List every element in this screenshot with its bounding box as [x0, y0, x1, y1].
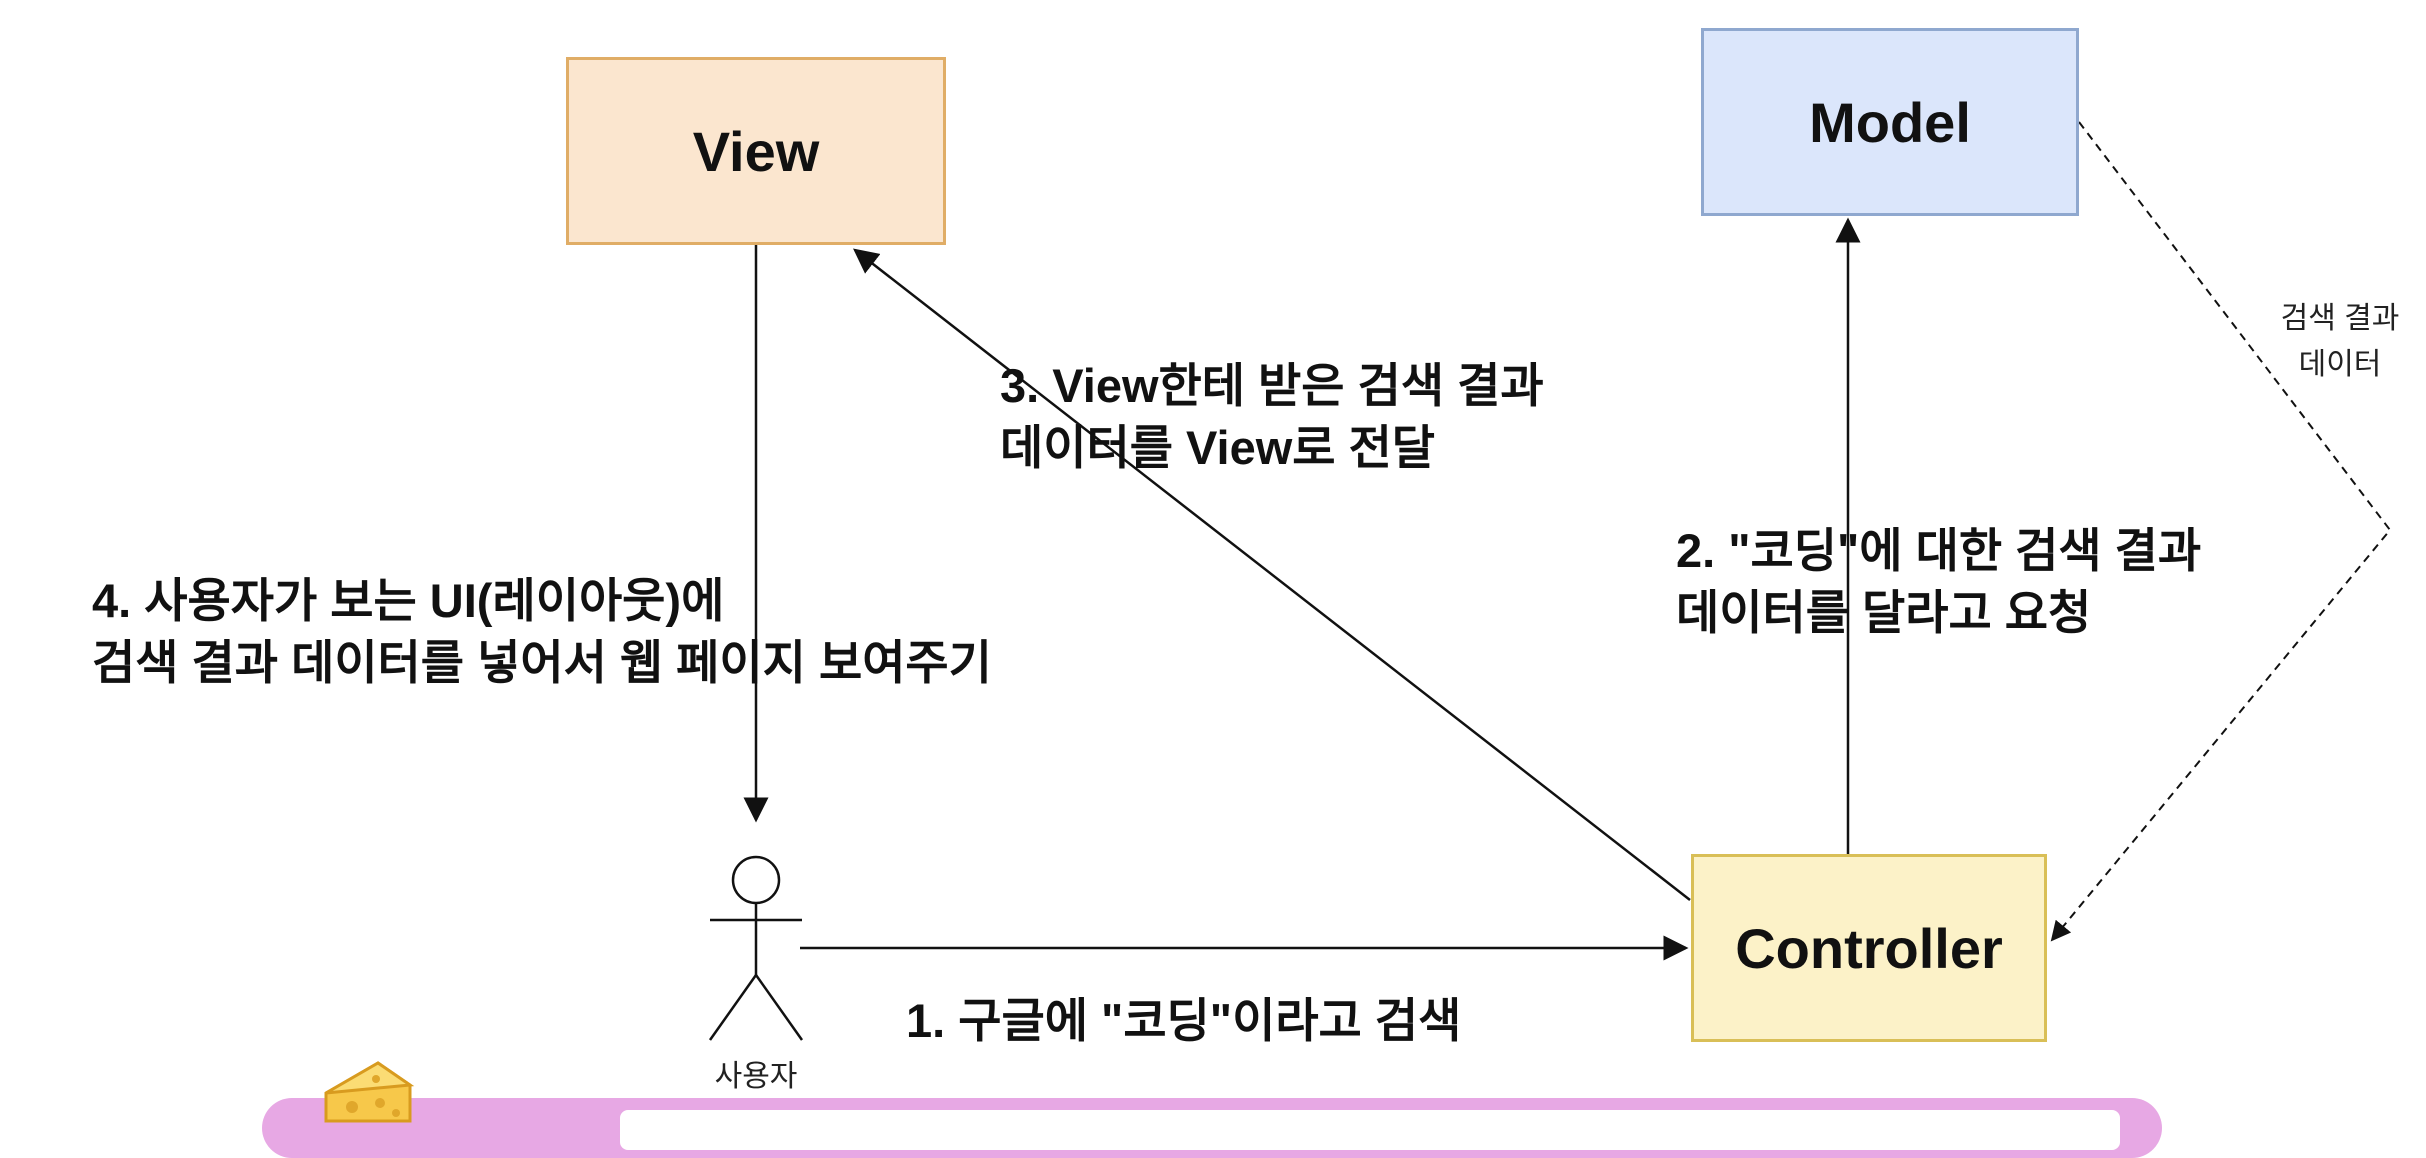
step2-label: 2. "코딩"에 대한 검색 결과 데이터를 달라고 요청	[1676, 520, 2201, 644]
footer-input-area	[620, 1110, 2120, 1150]
step4-line1: 4. 사용자가 보는 UI(레이아웃)에	[92, 574, 725, 627]
cheese-icon	[324, 1061, 415, 1123]
model-node-label: Model	[1809, 90, 1971, 154]
arrow-model-to-controller-dashed	[2050, 121, 2392, 942]
step3-label: 3. View한테 받은 검색 결과 데이터를 View로 전달	[1000, 355, 1544, 479]
step1-label: 1. 구글에 "코딩"이라고 검색	[906, 994, 1462, 1047]
view-node: View	[566, 57, 946, 245]
step2-line1: 2. "코딩"에 대한 검색 결과	[1676, 524, 2202, 577]
view-node-label: View	[692, 119, 820, 183]
user-stick-figure-icon	[708, 855, 804, 1041]
controller-node: Controller	[1691, 854, 2047, 1042]
model-response-line1: 검색 결과	[2280, 302, 2400, 335]
step3-line2: 데이터를 View로 전달	[1000, 421, 1436, 474]
user-label: 사용자	[714, 1060, 798, 1093]
diagram-connectors	[708, 121, 2392, 1041]
step4-label: 4. 사용자가 보는 UI(레이아웃)에 검색 결과 데이터를 넣어서 웹 페이…	[92, 570, 992, 694]
model-node: Model	[1701, 28, 2079, 216]
step3-line1: 3. View한테 받은 검색 결과	[1000, 359, 1544, 412]
model-response-line2: 데이터	[2298, 348, 2382, 381]
model-response-label: 검색 결과 데이터	[2240, 296, 2426, 388]
step4-line2: 검색 결과 데이터를 넣어서 웹 페이지 보여주기	[92, 636, 992, 689]
step2-line2: 데이터를 달라고 요청	[1676, 586, 2092, 639]
controller-node-label: Controller	[1735, 916, 2003, 980]
arrow-controller-to-view	[853, 248, 1691, 901]
